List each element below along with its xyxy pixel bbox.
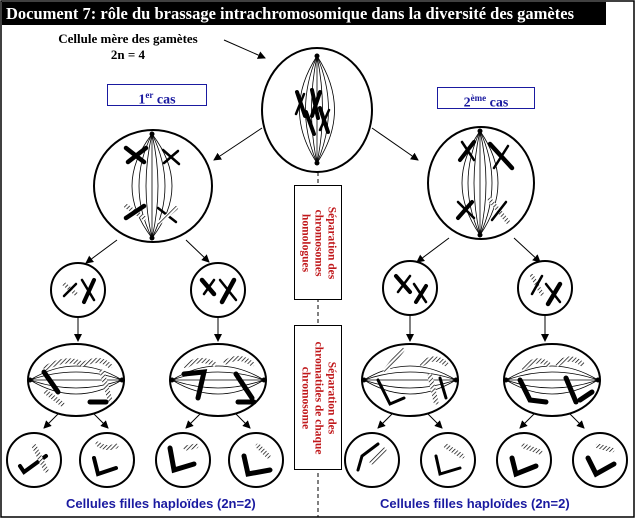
daughter-cells-label-right: Cellules filles haploïdes (2n=2) xyxy=(380,496,570,511)
label-pointer-arrow xyxy=(223,39,266,59)
case2-sup: ème xyxy=(470,93,487,103)
c2-haploid-cell-a xyxy=(382,260,438,316)
final-cell-6 xyxy=(420,432,476,488)
mother-cell-label: Cellule mère des gamètes 2n = 4 xyxy=(28,31,228,63)
mother-cell-ploidy: 2n = 4 xyxy=(110,47,146,62)
case1-number: 1 xyxy=(138,92,146,108)
chromatides-line2: chromatides de chaque xyxy=(312,341,325,454)
case2-meiosis1-cell xyxy=(427,126,535,240)
document-title: Document 7: rôle du brassage intrachromo… xyxy=(2,2,606,25)
homologues-line1: Séparation des xyxy=(325,206,338,279)
c1-meiosis2-cell-b xyxy=(169,343,267,417)
final-cell-8 xyxy=(572,432,628,488)
c1-haploid-cell-b xyxy=(190,262,246,318)
arrow-to-case2 xyxy=(371,127,419,161)
arrow-c1-left xyxy=(85,239,118,264)
final-cell-5 xyxy=(344,432,400,488)
c2-meiosis2-cell-a xyxy=(361,343,459,417)
c1-haploid-cell-a xyxy=(50,262,106,318)
c1-meiosis2-cell-a xyxy=(27,343,125,417)
homologues-separation-box: Séparation des chromosomes homologues xyxy=(294,185,342,300)
homologues-separation-text: Séparation des chromosomes homologues xyxy=(299,206,338,279)
case2-box: 2ème cas xyxy=(437,87,535,111)
final-cell-2 xyxy=(79,432,135,488)
case1-meiosis1-cell xyxy=(93,129,213,243)
final-arrows xyxy=(43,413,585,429)
case2-number: 2 xyxy=(463,95,471,111)
case1-sup: er xyxy=(145,90,154,100)
arrow-c2-right xyxy=(513,237,541,263)
case1-box: 1er cas xyxy=(107,84,207,108)
homologues-line3: homologues xyxy=(299,213,312,272)
mother-cell-name: Cellule mère des gamètes xyxy=(58,31,198,46)
chromatides-separation-text: Séparation des chromatides de chaque chr… xyxy=(299,341,338,454)
final-cell-1 xyxy=(6,432,62,488)
arrow-to-case1 xyxy=(213,127,263,161)
mother-cell xyxy=(261,47,373,173)
daughter-cells-label-left: Cellules filles haploïdes (2n=2) xyxy=(66,496,256,511)
case2-word: cas xyxy=(486,95,509,111)
case1-word: cas xyxy=(153,92,176,108)
final-cell-7 xyxy=(496,432,552,488)
arrow-c1-right xyxy=(185,239,210,263)
c2-haploid-cell-b xyxy=(517,260,573,316)
arrow-c2-left xyxy=(416,237,450,263)
final-cell-3 xyxy=(155,432,211,488)
chromatides-line3: chromosome xyxy=(299,366,312,429)
chromatides-line1: Séparation des xyxy=(325,361,338,434)
chromatides-separation-box: Séparation des chromatides de chaque chr… xyxy=(294,325,342,470)
homologues-line2: chromosomes xyxy=(312,209,325,276)
final-cell-4 xyxy=(228,432,284,488)
c2-meiosis2-cell-b xyxy=(503,343,601,417)
